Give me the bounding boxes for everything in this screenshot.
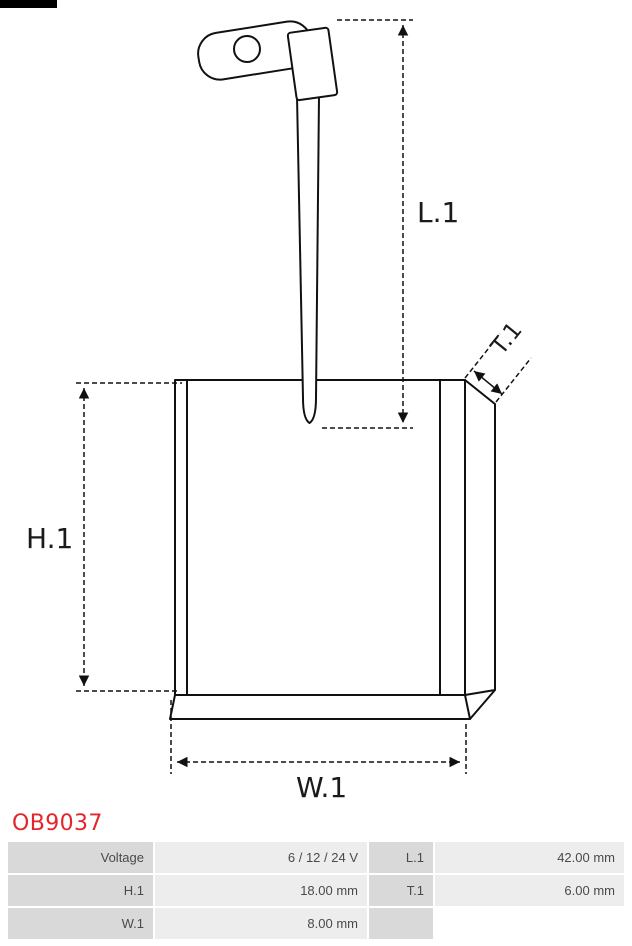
spec-value-w1: 8.00 mm (155, 908, 367, 939)
terminal-lug (197, 20, 339, 102)
dim-label-t1: T.1 (486, 318, 528, 361)
dim-label-h1: H.1 (26, 522, 73, 555)
lead-wire (296, 95, 320, 424)
spec-value-t1: 6.00 mm (435, 875, 624, 906)
terminal-crimp-barrel (286, 26, 339, 102)
dim-label-l1: L.1 (417, 196, 459, 229)
spec-label-empty (369, 908, 433, 939)
brush-diagram-svg: L.1 H.1 W.1 T.1 (26, 19, 532, 804)
cropped-header-fragment (0, 0, 57, 8)
spec-value-h1: 18.00 mm (155, 875, 367, 906)
brush-bottom-face (169, 694, 471, 720)
spec-table: Voltage 6 / 12 / 24 V L.1 42.00 mm H.1 1… (8, 842, 624, 939)
brush-block (169, 379, 496, 720)
spec-value-l1: 42.00 mm (435, 842, 624, 873)
spec-label-l1: L.1 (369, 842, 433, 873)
part-number: OB9037 (12, 811, 103, 836)
spec-label-h1: H.1 (8, 875, 153, 906)
spec-label-voltage: Voltage (8, 842, 153, 873)
technical-drawing: L.1 H.1 W.1 T.1 (26, 19, 532, 804)
spec-value-empty (435, 908, 624, 939)
dim-line-t1 (473, 370, 503, 395)
spec-label-t1: T.1 (369, 875, 433, 906)
dim-ext-t1-back (495, 357, 532, 403)
terminal-hole (233, 35, 261, 63)
dim-ext-t1-front (464, 333, 501, 379)
spec-label-w1: W.1 (8, 908, 153, 939)
brush-right-face (464, 379, 496, 696)
spec-value-voltage: 6 / 12 / 24 V (155, 842, 367, 873)
brush-front-face (174, 379, 466, 696)
dimension-lines (76, 19, 532, 774)
dim-label-w1: W.1 (296, 771, 347, 804)
